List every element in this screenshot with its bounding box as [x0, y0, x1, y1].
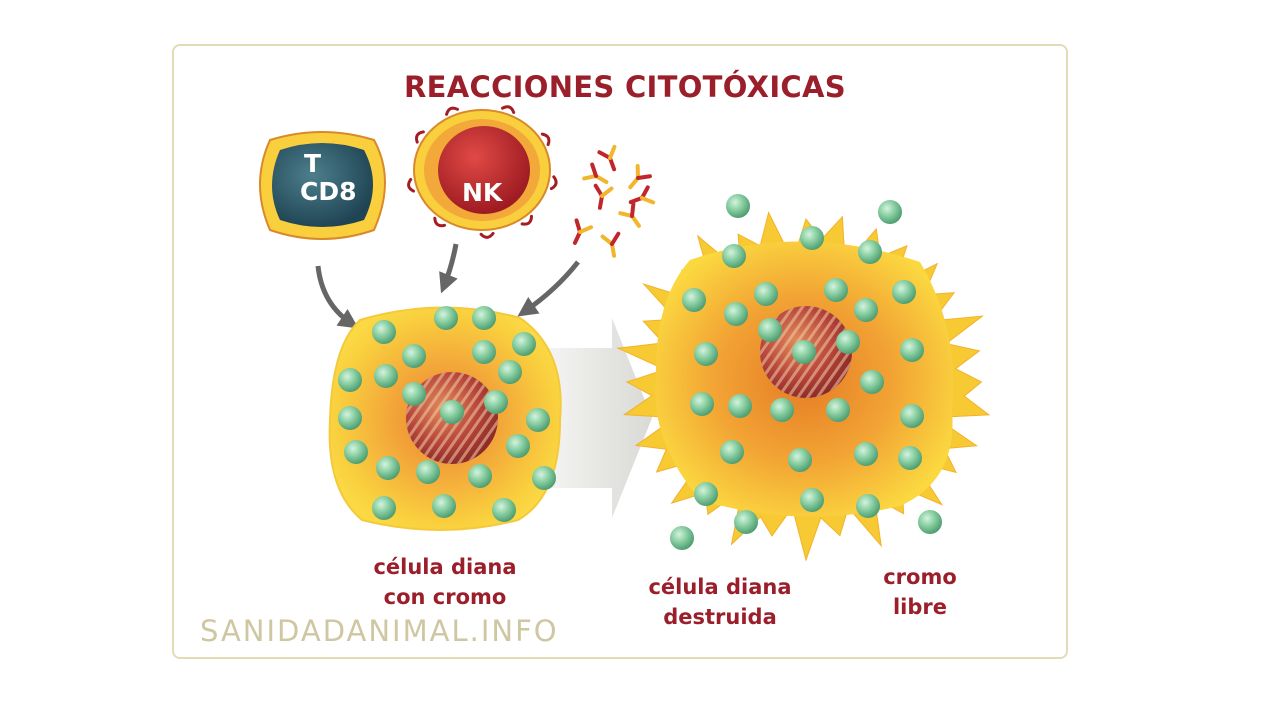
antibody-icon: [593, 183, 614, 210]
antibody-icon: [582, 162, 609, 184]
chromium-sphere-icon: [432, 494, 456, 518]
chromium-sphere-icon: [824, 278, 848, 302]
nk-receptor-icon: [520, 214, 533, 226]
nk-receptor-icon: [433, 216, 446, 228]
caption-target-line2: con cromo: [383, 585, 507, 609]
chromium-sphere-icon: [372, 496, 396, 520]
antibody-icon: [597, 144, 617, 172]
chromium-sphere-icon: [338, 406, 362, 430]
chromium-sphere-icon: [506, 434, 530, 458]
chromium-sphere-icon: [724, 302, 748, 326]
arrow-tcell-to-target: [315, 265, 359, 329]
chromium-sphere-icon: [434, 306, 458, 330]
nk-receptor-icon: [407, 178, 415, 193]
caption-destroyed-cell: célula diana destruida: [620, 572, 820, 632]
antibody-icon: [600, 231, 621, 258]
chromium-sphere-icon: [900, 404, 924, 428]
chromium-sphere-icon: [338, 368, 362, 392]
chromium-sphere-icon: [512, 332, 536, 356]
chromium-sphere-icon: [836, 330, 860, 354]
chromium-sphere-icon: [788, 448, 812, 472]
chromium-sphere-icon: [826, 398, 850, 422]
chromium-sphere-icon: [532, 466, 556, 490]
chromium-sphere-icon: [372, 320, 396, 344]
chromium-sphere-icon: [856, 494, 880, 518]
chromium-sphere-icon: [694, 482, 718, 506]
chromium-sphere-icon: [854, 442, 878, 466]
chromium-sphere-icon: [726, 194, 750, 218]
chromium-sphere-icon: [694, 342, 718, 366]
chromium-sphere-icon: [344, 440, 368, 464]
chromium-sphere-icon: [860, 370, 884, 394]
transition-arrow: [548, 318, 652, 518]
chromium-sphere-icon: [690, 392, 714, 416]
nk-receptor-icon: [479, 231, 495, 239]
chromium-sphere-icon: [892, 280, 916, 304]
chromium-sphere-icon: [374, 364, 398, 388]
diagram-title: REACCIONES CITOTÓXICAS: [404, 70, 846, 104]
chromium-sphere-icon: [402, 382, 426, 406]
caption-chromium-line2: libre: [892, 595, 948, 619]
chromium-sphere-icon: [800, 488, 824, 512]
caption-target-line1: célula diana: [373, 555, 517, 579]
chromium-sphere-icon: [898, 446, 922, 470]
chromium-sphere-icon: [468, 464, 492, 488]
chromium-sphere-icon: [918, 510, 942, 534]
chromium-sphere-icon: [800, 226, 824, 250]
chromium-sphere-icon: [878, 200, 902, 224]
chromium-sphere-icon: [900, 338, 924, 362]
chromium-sphere-icon: [416, 460, 440, 484]
chromium-sphere-icon: [670, 526, 694, 550]
chromium-sphere-icon: [770, 398, 794, 422]
chromium-sphere-icon: [682, 288, 706, 312]
caption-chromium-line1: cromo: [883, 565, 957, 589]
chromium-sphere-icon: [472, 340, 496, 364]
chromium-sphere-icon: [498, 360, 522, 384]
caption-target-cell: célula diana con cromo: [330, 552, 560, 612]
chromium-sphere-icon: [472, 306, 496, 330]
chromium-sphere-icon: [402, 344, 426, 368]
chromium-sphere-icon: [858, 240, 882, 264]
chromium-sphere-icon: [484, 390, 508, 414]
chromium-sphere-icon: [492, 498, 516, 522]
nk-receptor-icon: [445, 106, 459, 116]
t-cd8-cell-icon: T CD8: [259, 131, 386, 240]
arrow-antibody-to-target: [517, 260, 580, 317]
chromium-sphere-icon: [854, 298, 878, 322]
caption-destroyed-line2: destruida: [663, 605, 777, 629]
nk-receptor-icon: [549, 175, 558, 191]
antibody-icon: [618, 202, 641, 228]
chromium-sphere-icon: [734, 510, 758, 534]
nk-receptor-icon: [415, 130, 425, 144]
destroyed-cell-icon: [616, 194, 991, 562]
chromium-sphere-icon: [754, 282, 778, 306]
chromium-sphere-icon: [440, 400, 464, 424]
nk-receptor-icon: [501, 105, 516, 114]
chromium-sphere-icon: [526, 408, 550, 432]
chromium-sphere-icon: [758, 318, 782, 342]
arrow-nk-to-target: [439, 243, 459, 294]
antibody-icon: [572, 218, 594, 245]
antibody-icon: [628, 185, 656, 205]
chromium-sphere-icon: [376, 456, 400, 480]
chromium-sphere-icon: [728, 394, 752, 418]
watermark: SANIDADANIMAL.INFO: [200, 614, 559, 648]
nk-cell-icon: NK: [407, 105, 558, 239]
caption-destroyed-line1: célula diana: [648, 575, 792, 599]
antibody-icon: [572, 144, 656, 258]
chromium-sphere-icon: [722, 244, 746, 268]
target-cell-icon: [328, 306, 562, 531]
t-cell-label-t: T: [304, 149, 321, 178]
chromium-sphere-icon: [792, 340, 816, 364]
t-cell-label-cd8: CD8: [300, 177, 357, 206]
nk-cell-label: NK: [462, 178, 504, 207]
nk-receptor-icon: [540, 132, 551, 147]
caption-free-chromium: cromo libre: [860, 562, 980, 622]
chromium-sphere-icon: [720, 440, 744, 464]
antibody-icon: [628, 163, 652, 190]
